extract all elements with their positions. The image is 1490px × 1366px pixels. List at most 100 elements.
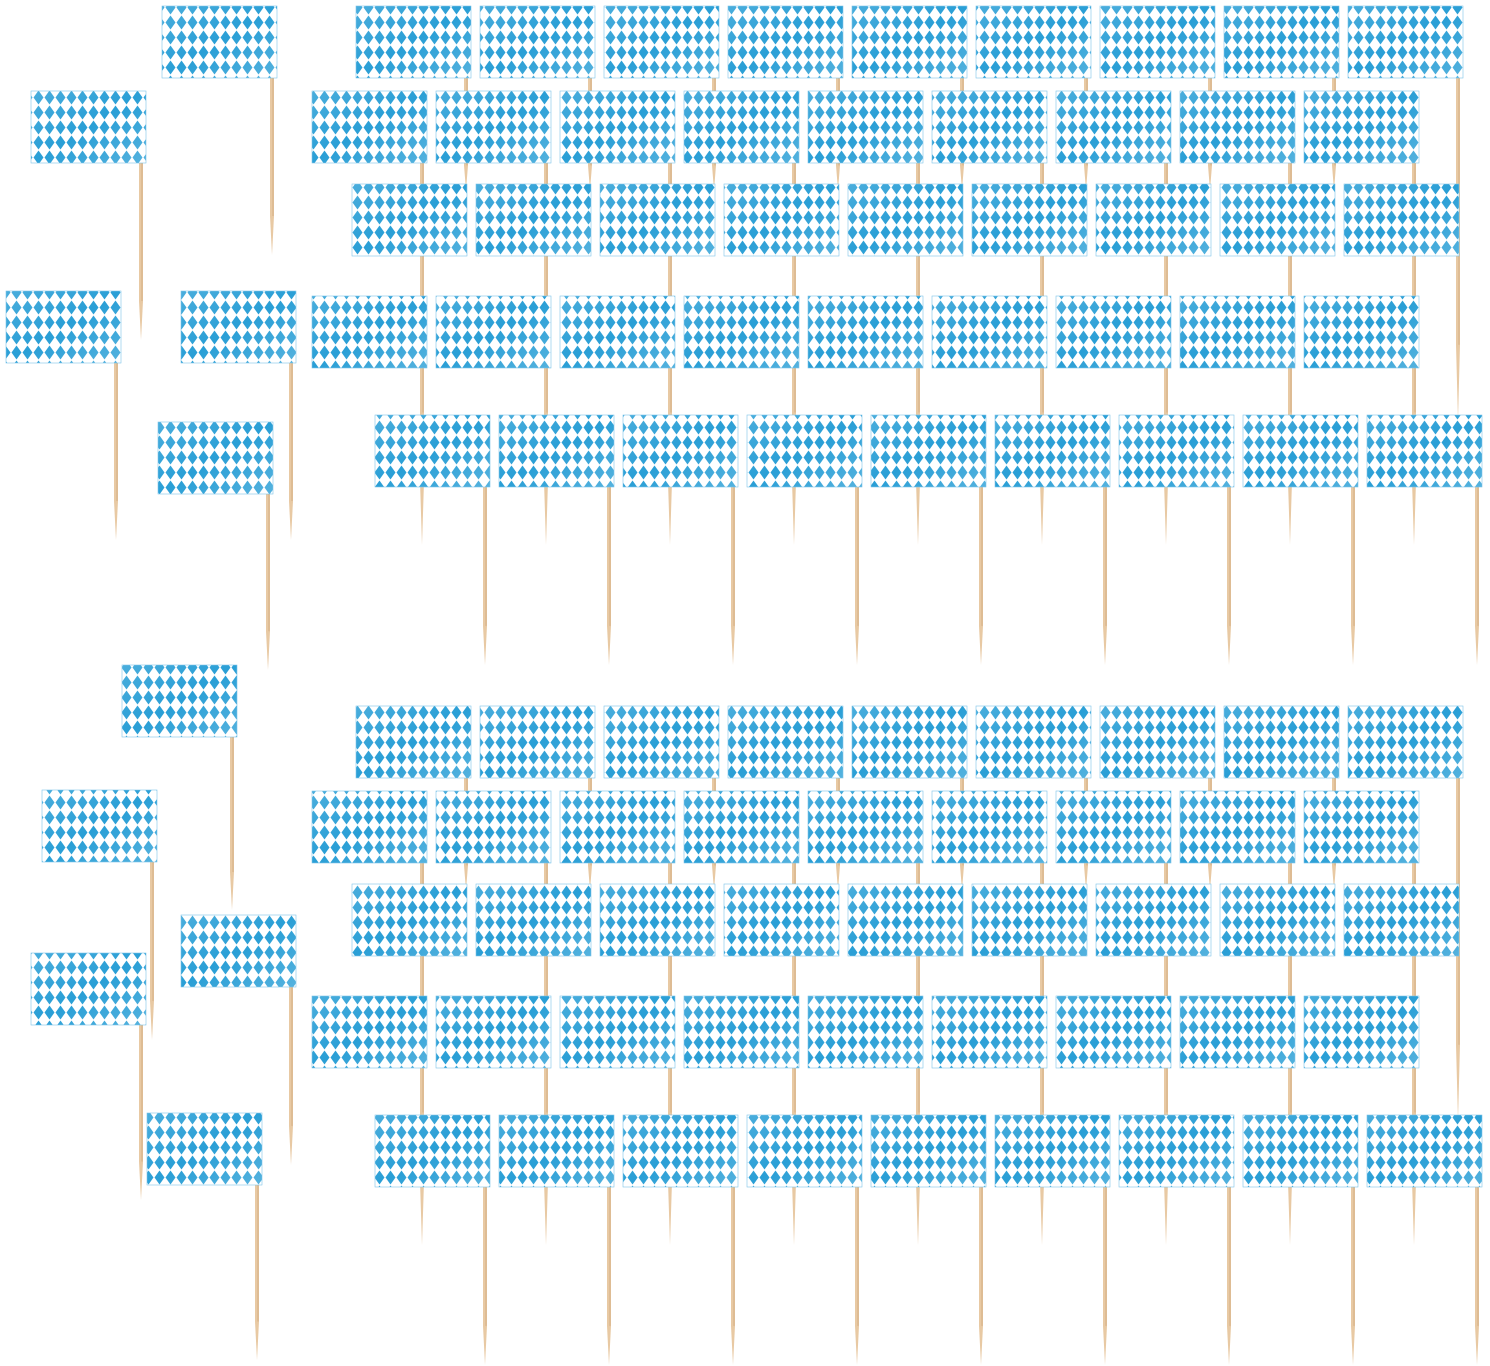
flag-sheen: [180, 290, 297, 364]
flag-sheen: [1179, 790, 1296, 864]
flag-sheen: [559, 90, 676, 164]
flag-pick: [1179, 995, 1296, 1125]
flag-sheen: [1303, 90, 1420, 164]
flag-sheen: [1347, 705, 1464, 779]
flag-pick: [746, 1114, 863, 1365]
flag-pick: [30, 90, 147, 340]
flag-sheen: [1055, 295, 1172, 369]
flag-sheen: [146, 1112, 263, 1186]
flag-pick: [1095, 883, 1212, 1245]
flag-sheen: [1219, 883, 1336, 957]
flag-sheen: [847, 183, 964, 257]
flag-sheen: [161, 5, 278, 79]
flag-pick: [30, 952, 147, 1200]
flag-sheen: [975, 5, 1092, 79]
flag-pick: [683, 790, 800, 980]
flag-sheen: [1118, 414, 1235, 488]
flag-pick: [746, 414, 863, 665]
flag-pick: [851, 5, 968, 190]
flag-pick: [1347, 705, 1464, 1120]
flag-pick: [1055, 790, 1172, 980]
flag-pick: [683, 995, 800, 1125]
flag-pick: [5, 290, 122, 540]
flag-sheen: [994, 414, 1111, 488]
flag-sheen: [121, 664, 238, 738]
flag-pick: [851, 705, 968, 890]
flag-pick: [1179, 295, 1296, 425]
flag-sheen: [975, 705, 1092, 779]
flag-sheen: [807, 90, 924, 164]
flag-sheen: [1303, 295, 1420, 369]
flag-sheen: [870, 414, 987, 488]
flag-pick: [435, 995, 552, 1125]
flag-sheen: [931, 790, 1048, 864]
flag-pick: [1055, 90, 1172, 280]
flag-sheen: [559, 790, 676, 864]
flag-sheen: [374, 414, 491, 488]
flag-sheen: [847, 883, 964, 957]
flag-pick: [975, 705, 1092, 890]
flag-pick: [807, 295, 924, 425]
flag-sheen: [559, 995, 676, 1069]
flag-pick: [180, 914, 297, 1165]
flag-sheen: [1303, 995, 1420, 1069]
flag-sheen: [870, 1114, 987, 1188]
flag-pick: [1055, 295, 1172, 425]
flag-sheen: [479, 5, 596, 79]
flag-sheen: [498, 414, 615, 488]
flag-pick: [374, 414, 491, 665]
flag-pick: [498, 1114, 615, 1365]
flag-sheen: [807, 790, 924, 864]
flag-sheen: [435, 295, 552, 369]
flag-pick: [355, 705, 472, 890]
flag-sheen: [1099, 5, 1216, 79]
flag-pick: [1242, 1114, 1359, 1365]
flag-sheen: [1055, 90, 1172, 164]
flag-sheen: [851, 5, 968, 79]
flag-pick: [475, 883, 592, 1245]
flag-sheen: [622, 1114, 739, 1188]
flag-sheen: [683, 90, 800, 164]
flag-pick: [807, 790, 924, 980]
flag-pick: [975, 5, 1092, 190]
flag-pick: [994, 414, 1111, 665]
flag-sheen: [971, 883, 1088, 957]
flag-sheen: [1055, 790, 1172, 864]
flag-pick: [870, 414, 987, 665]
flag-pick: [1223, 705, 1340, 890]
flag-sheen: [498, 1114, 615, 1188]
flag-pick: [727, 5, 844, 190]
flag-pick: [1303, 790, 1420, 980]
flag-sheen: [727, 705, 844, 779]
flag-pick: [931, 995, 1048, 1125]
flag-sheen: [931, 995, 1048, 1069]
flag-sheen: [355, 705, 472, 779]
flag-sheen: [435, 790, 552, 864]
flag-pick: [683, 90, 800, 280]
flag-sheen: [723, 183, 840, 257]
flag-sheen: [351, 183, 468, 257]
flag-sheen: [603, 705, 720, 779]
flag-sheen: [723, 883, 840, 957]
flag-sheen: [931, 90, 1048, 164]
flag-sheen: [851, 705, 968, 779]
flag-sheen: [374, 1114, 491, 1188]
flag-pick: [1366, 1114, 1483, 1365]
flag-pick: [559, 790, 676, 980]
flag-sheen: [475, 883, 592, 957]
flag-pick: [559, 295, 676, 425]
flag-sheen: [1179, 295, 1296, 369]
flag-pick: [931, 295, 1048, 425]
flag-pick: [1242, 414, 1359, 665]
flag-sheen: [559, 295, 676, 369]
flag-pick: [1055, 995, 1172, 1125]
flag-sheen: [683, 790, 800, 864]
flag-sheen: [727, 5, 844, 79]
flag-pick: [1303, 90, 1420, 280]
flag-sheen: [683, 295, 800, 369]
flag-sheen: [311, 90, 428, 164]
flag-sheen: [1118, 1114, 1235, 1188]
flag-sheen: [1219, 183, 1336, 257]
flag-pick: [311, 295, 428, 425]
flag-pick: [435, 90, 552, 280]
